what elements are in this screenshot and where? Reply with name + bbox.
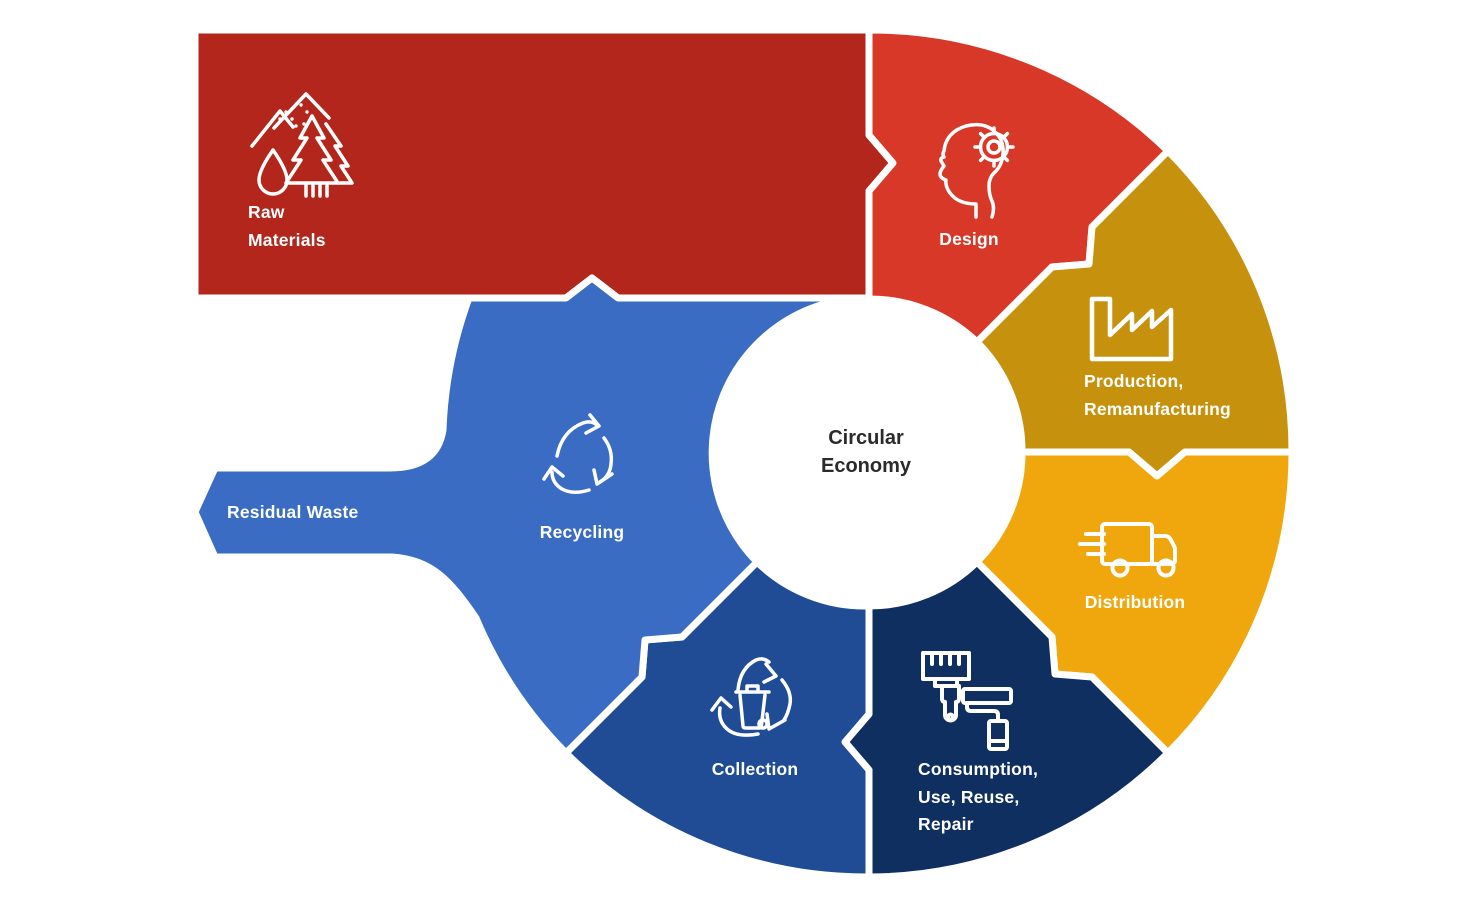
center-circle (715, 300, 1019, 604)
raw-materials-label: Raw Materials (248, 202, 326, 250)
consumption-label: Consumption, Use, Reuse, Repair (918, 759, 1039, 834)
production-segment (973, 147, 1296, 480)
center-title: Circular Economy (820, 427, 912, 477)
delivery-truck-icon (1078, 522, 1177, 578)
recycle-arrows-icon (542, 413, 614, 494)
distribution-segment (973, 448, 1296, 757)
recycling-label: Recycling (539, 522, 625, 542)
recycling-segment-with-residual-waste-arm (191, 274, 868, 757)
factory-icon (1089, 296, 1174, 362)
collection-label: Collection (711, 759, 799, 779)
paint-brush-roller-icon (921, 651, 1013, 751)
waste-bin-recycle-icon (710, 657, 793, 737)
collection-segment (562, 558, 873, 881)
production-label: Production, Remanufacturing (1084, 371, 1231, 419)
design-label: Design (939, 229, 999, 249)
distribution-label: Distribution (1084, 592, 1186, 612)
head-with-gear-icon (938, 122, 1015, 219)
mountains-trees-waterdrop-icon (250, 92, 354, 198)
residual-waste-label: Residual Waste (227, 502, 359, 522)
